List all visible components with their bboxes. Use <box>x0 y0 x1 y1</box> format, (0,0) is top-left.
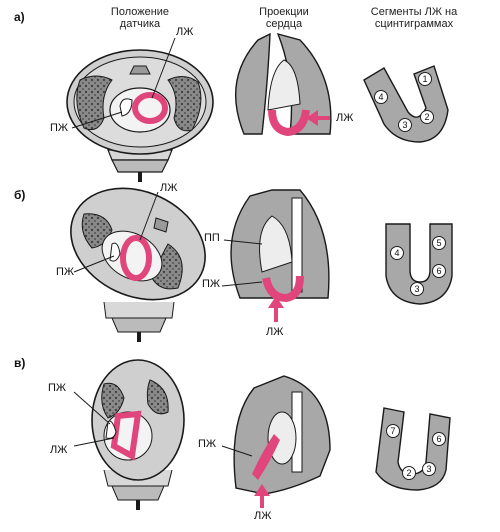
row-label-c: в) <box>14 356 26 370</box>
row-a-rv-label: ПЖ <box>50 122 69 134</box>
row-b-segment-6: 6 <box>432 264 446 278</box>
row-c-segment-2: 2 <box>402 466 416 480</box>
row-b-rv-label: ПЖ <box>56 266 75 278</box>
row-b-segment-3: 3 <box>410 282 424 296</box>
row-a-segment-4: 4 <box>374 90 388 104</box>
row-a-heart-projection <box>234 32 332 137</box>
row-c-probe-view <box>73 359 185 510</box>
row-a-lv-label: ЛЖ <box>176 26 194 38</box>
row-b-proj-rv-label: ПЖ <box>202 278 221 290</box>
row-a-segment-2: 2 <box>420 110 434 124</box>
row-b-heart-projection <box>221 189 330 322</box>
row-a-segment-1: 1 <box>418 72 432 86</box>
row-c-proj-rv-label: ПЖ <box>198 438 217 450</box>
header-heart-projection: Проекции сердца <box>259 6 309 30</box>
row-b-proj-lv-label: ЛЖ <box>266 326 284 338</box>
row-b-segment-5: 5 <box>432 236 446 250</box>
row-c-segment-7: 7 <box>386 424 400 438</box>
row-c-segment-3: 3 <box>422 462 436 476</box>
row-a-probe-view <box>66 37 214 182</box>
row-b-lv-label: ЛЖ <box>160 182 178 194</box>
header-probe-position: Положение датчика <box>110 6 170 30</box>
header-lv-segments: Сегменты ЛЖ на сцинтиграммах <box>370 6 458 30</box>
row-c-segment-6: 6 <box>432 432 446 446</box>
row-label-b: б) <box>14 188 26 202</box>
row-a-proj-lv-label: ЛЖ <box>336 112 354 124</box>
row-c-proj-lv-label: ЛЖ <box>254 510 272 522</box>
row-c-heart-projection <box>221 375 331 508</box>
row-b-probe-view <box>70 187 206 342</box>
row-label-a: а) <box>14 10 25 24</box>
row-c-lv-label: ЛЖ <box>50 444 68 456</box>
row-b-pp-label: ПП <box>204 232 220 244</box>
row-a-segment-3: 3 <box>398 118 412 132</box>
row-c-rv-label: ПЖ <box>48 382 67 394</box>
row-b-segment-4: 4 <box>390 246 404 260</box>
